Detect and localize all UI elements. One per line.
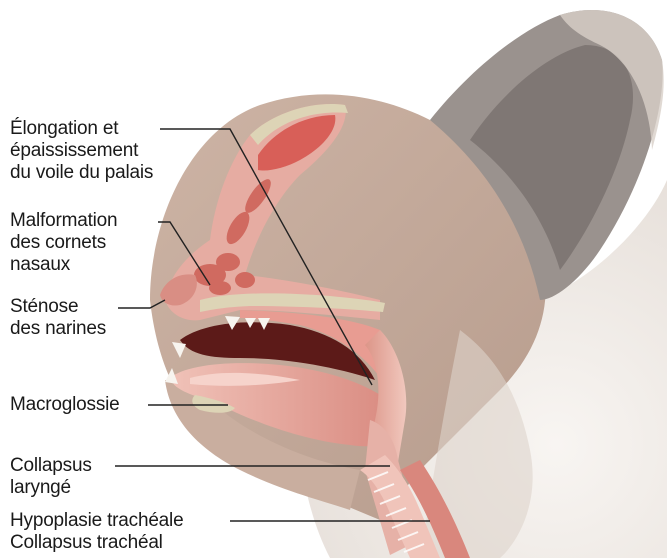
label-line: Collapsus (10, 455, 92, 477)
label-tongue: Macroglossie (10, 394, 120, 416)
label-line: Collapsus trachéal (10, 532, 183, 554)
label-soft-palate: Élongation et épaississement du voile du… (10, 118, 153, 184)
label-line: Sténose (10, 296, 106, 318)
label-trachea: Hypoplasie trachéale Collapsus trachéal (10, 510, 183, 554)
label-line: Malformation (10, 210, 117, 232)
label-larynx: Collapsus laryngé (10, 455, 92, 499)
label-line: Élongation et (10, 118, 153, 140)
label-nostrils: Sténose des narines (10, 296, 106, 340)
label-line: Macroglossie (10, 394, 120, 416)
label-line: des narines (10, 318, 106, 340)
label-nasal-turbinates: Malformation des cornets nasaux (10, 210, 117, 276)
label-line: nasaux (10, 254, 117, 276)
label-line: laryngé (10, 477, 92, 499)
label-line: des cornets (10, 232, 117, 254)
label-line: Hypoplasie trachéale (10, 510, 183, 532)
label-line: épaississement (10, 140, 153, 162)
label-line: du voile du palais (10, 162, 153, 184)
